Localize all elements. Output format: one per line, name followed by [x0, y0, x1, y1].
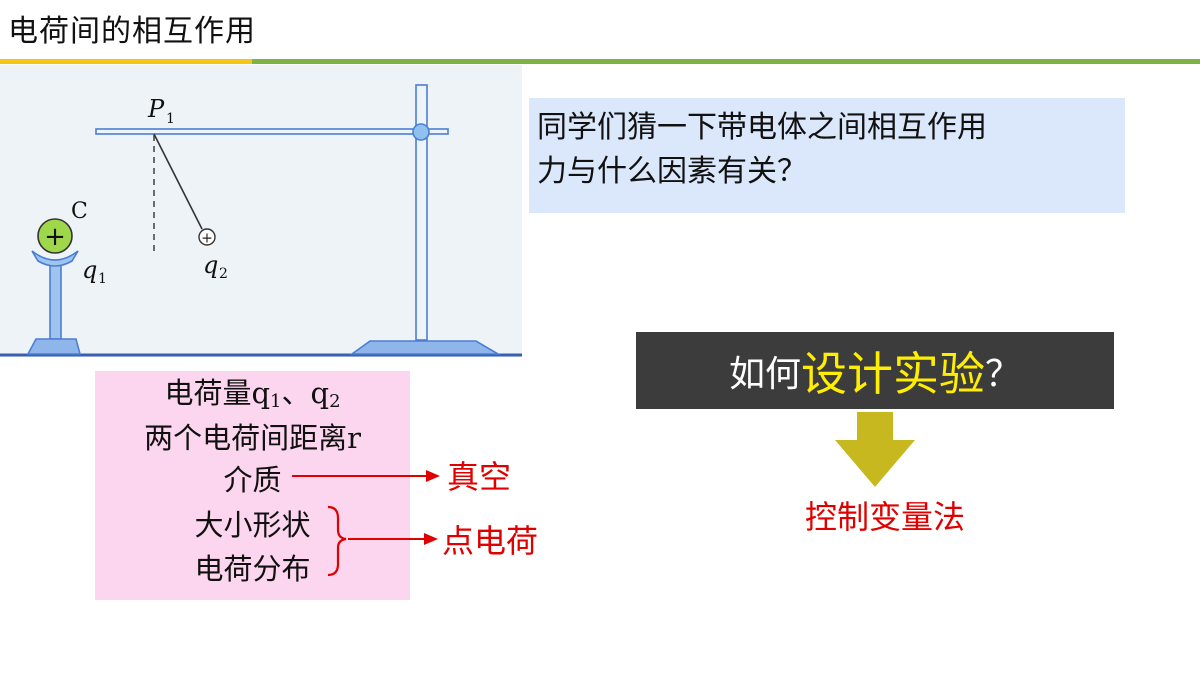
sphere-c-label: C: [71, 199, 88, 224]
factor-shape: 大小形状: [194, 508, 311, 542]
q2-label: q: [203, 251, 218, 279]
experiment-diagram: + P 1 + C q 1 q 2: [0, 65, 522, 357]
experiment-diagram-svg: + P 1 + C q 1 q 2: [0, 65, 522, 357]
q1-subscript: 1: [98, 271, 107, 287]
vacuum-arrow-head: [426, 470, 440, 482]
sphere-stand-base: [26, 338, 82, 355]
factors-box: 电荷量q1、q2 两个电荷间距离r 介质 大小形状 电荷分布: [95, 371, 410, 600]
horizontal-bar: [95, 128, 449, 135]
q1-label: q: [82, 256, 97, 284]
point-p-subscript: 1: [166, 111, 175, 127]
charge-prefix: 电荷量q: [164, 376, 271, 410]
stand-base: [349, 340, 501, 355]
suspension-thread: [153, 133, 203, 230]
charge-subscript-1: 1: [270, 391, 282, 412]
clamp-knob: [412, 123, 430, 141]
q2-subscript: 2: [219, 266, 228, 282]
sphere-cup: [31, 250, 79, 267]
right-brace-icon: [327, 505, 347, 577]
point-p-label: P: [147, 95, 165, 123]
charge-q2-ball: [198, 228, 216, 246]
slide-title: 电荷间的相互作用: [8, 14, 256, 49]
design-experiment-banner: 如何设计实验？: [636, 332, 1114, 409]
question-line-2: 力与什么因素有关？: [537, 154, 807, 189]
charge-separator: 、q: [281, 376, 330, 410]
charge-subscript-2: 2: [329, 391, 341, 412]
factor-distribution: 电荷分布: [194, 552, 311, 586]
question-box: 同学们猜一下带电体之间相互作用 力与什么因素有关？: [529, 98, 1125, 213]
point-charge-label: 点电荷: [442, 522, 539, 560]
factor-distance: 两个电荷间距离r: [144, 421, 361, 455]
point-charge-arrow-head: [424, 533, 438, 545]
vacuum-label: 真空: [447, 458, 512, 496]
charged-sphere-c: [37, 218, 73, 254]
control-variable-method: 控制变量法: [804, 498, 965, 536]
banner-highlight: 设计实验: [801, 346, 985, 401]
title-rule-green: [252, 59, 1200, 64]
sphere-plus-sign: +: [44, 222, 66, 252]
down-arrow-icon: [835, 412, 915, 487]
factor-charge-amount: 电荷量q1、q2: [95, 373, 410, 422]
diagram-background: [0, 65, 522, 357]
factor-medium: 介质: [223, 463, 282, 497]
title-rule-yellow: [0, 59, 252, 64]
stand-pole: [415, 84, 428, 341]
banner-suffix: ？: [985, 353, 1022, 395]
q2-plus-sign: +: [201, 231, 213, 247]
question-line-1: 同学们猜一下带电体之间相互作用: [537, 110, 987, 145]
banner-prefix: 如何: [728, 353, 801, 395]
